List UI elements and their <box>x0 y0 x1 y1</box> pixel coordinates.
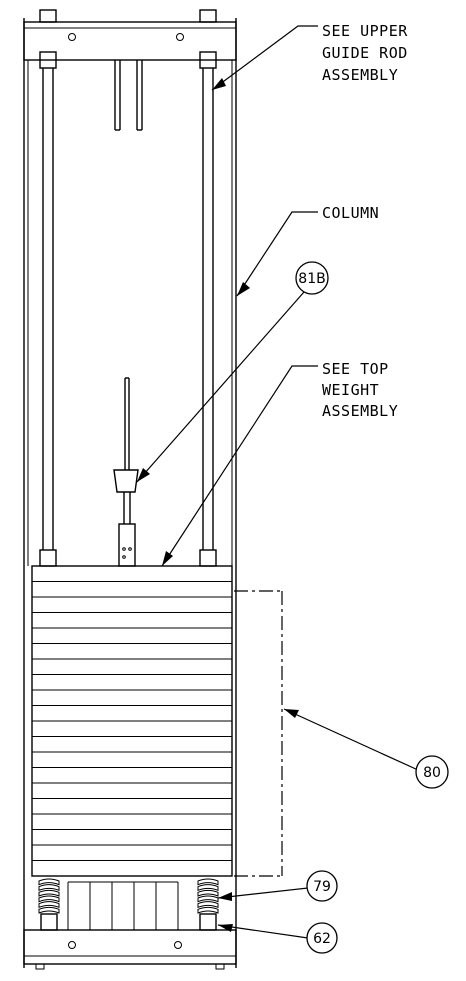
spring-coil <box>197 906 219 914</box>
callout-top-weight-line-3: ASSEMBLY <box>322 402 398 420</box>
spring-coil <box>197 889 219 897</box>
callout-upper-line-1: SEE UPPER <box>322 22 408 40</box>
callout-upper-line-2: GUIDE ROD <box>322 44 408 62</box>
callout-top-weight-line-1: SEE TOP <box>322 360 389 378</box>
spring-coil <box>197 884 219 892</box>
callout-top-weight-line-2: WEIGHT <box>322 381 379 399</box>
lower-assembly <box>23 878 237 970</box>
callout-column: COLUMN <box>236 204 379 297</box>
spring-coil <box>197 878 219 886</box>
column-frame <box>23 18 237 968</box>
callout-top-weight: SEE TOP WEIGHT ASSEMBLY <box>161 360 398 567</box>
spring-coil <box>197 895 219 903</box>
callout-upper-guide-rod: SEE UPPER GUIDE ROD ASSEMBLY <box>211 22 408 91</box>
spring-coil <box>38 906 60 914</box>
callout-column-label: COLUMN <box>322 204 379 222</box>
spring-coil <box>38 878 60 886</box>
top-bracket <box>23 9 237 131</box>
part-62-label: 62 <box>313 931 331 947</box>
spring-coil <box>197 901 219 909</box>
part-81b-label: 81B <box>298 271 325 287</box>
spring-coil <box>38 895 60 903</box>
guide-rods <box>39 68 217 567</box>
weight-stack <box>31 565 233 877</box>
callout-80: 80 <box>234 590 449 877</box>
part-79-label: 79 <box>313 879 331 895</box>
spring-coil <box>38 889 60 897</box>
callout-81b: 81B <box>136 261 329 483</box>
callout-62: 62 <box>217 922 338 954</box>
spring-right <box>197 878 219 914</box>
callout-upper-line-3: ASSEMBLY <box>322 66 398 84</box>
callout-79: 79 <box>217 870 338 902</box>
selector-rod <box>113 377 139 567</box>
part-80-label: 80 <box>423 765 441 781</box>
spring-coil <box>38 884 60 892</box>
spring-left <box>38 878 60 914</box>
spring-coil <box>38 901 60 909</box>
